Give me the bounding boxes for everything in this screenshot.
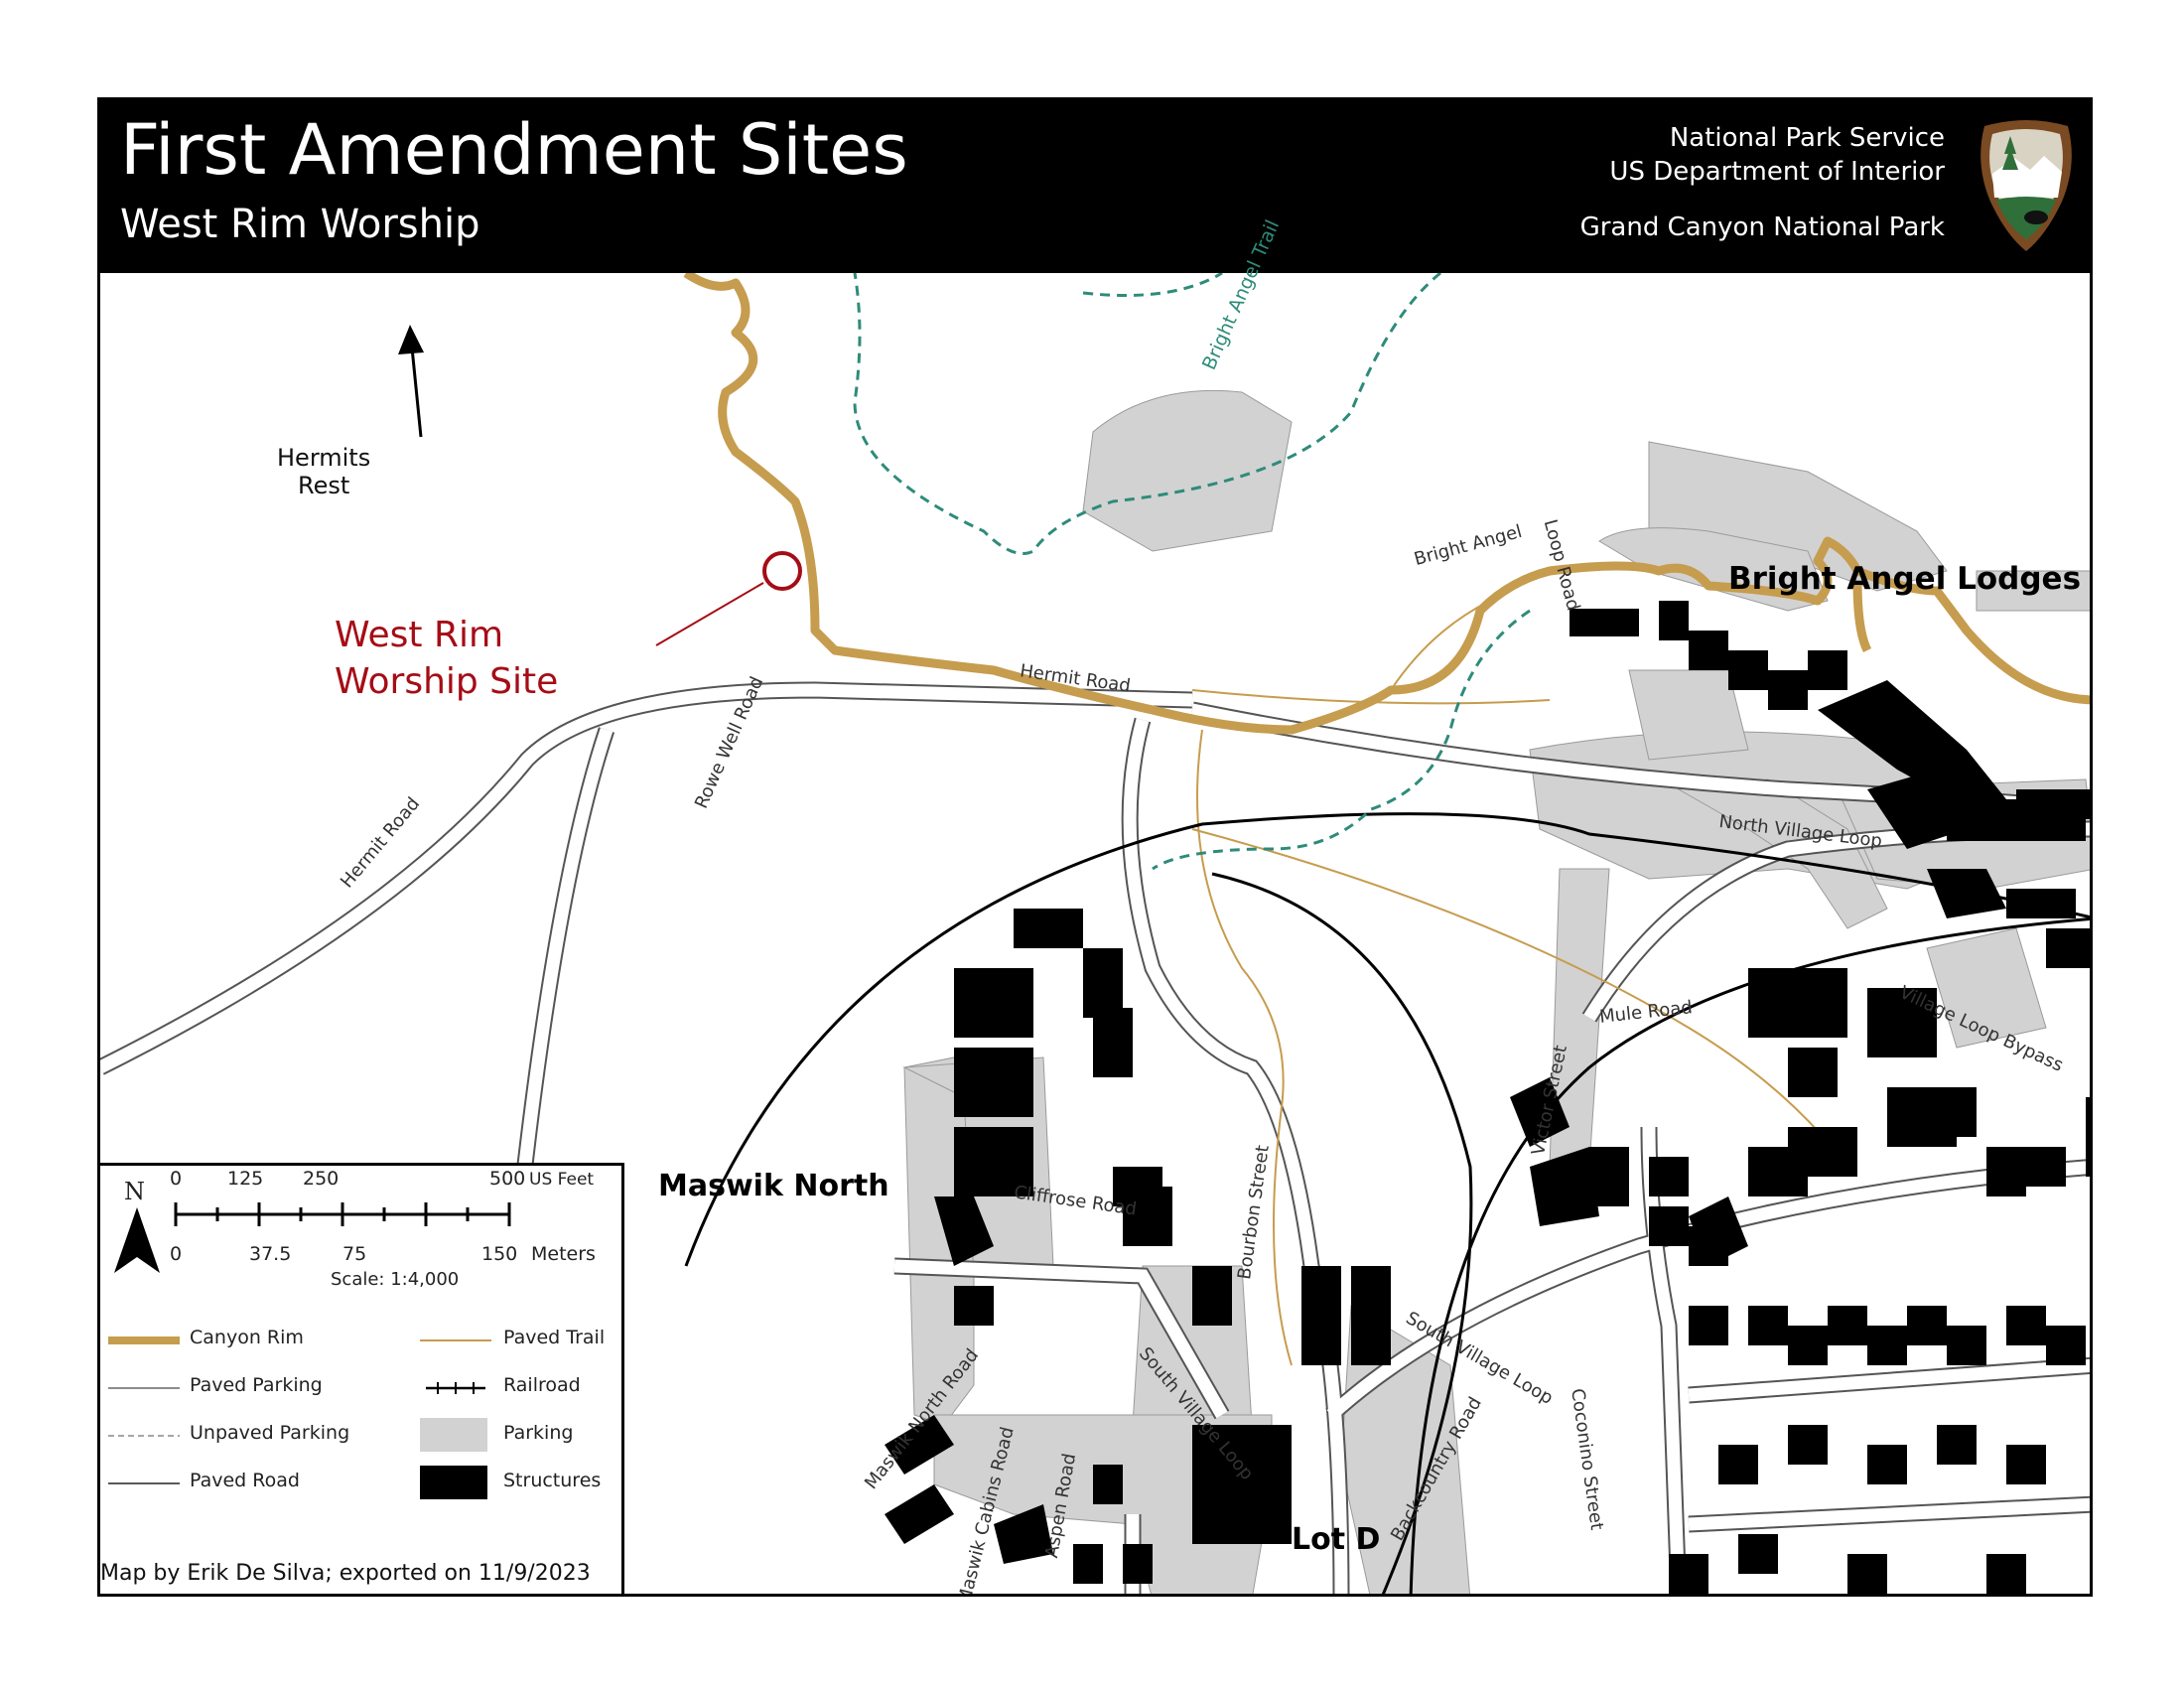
page-title: First Amendment Sites [120, 109, 908, 191]
legend-paved-road: Paved Road [190, 1470, 300, 1491]
bright-angel-lodges-label: Bright Angel Lodges [1728, 561, 2082, 597]
legend-paved-road-swatch [108, 1482, 180, 1484]
bright-angel-trail [853, 273, 1531, 871]
legend-canyon-rim-swatch [108, 1336, 180, 1344]
scale-feet-500: 500 [489, 1168, 526, 1190]
scale-m-150: 150 [481, 1243, 518, 1265]
scale-feet-0: 0 [170, 1168, 183, 1190]
nps-arrowhead-icon [1980, 120, 2072, 251]
scale-ratio: Scale: 1:4,000 [331, 1269, 460, 1290]
legend-paved-parking: Paved Parking [190, 1374, 323, 1396]
scale-m-37: 37.5 [249, 1243, 292, 1265]
railroads [684, 812, 2090, 1594]
page-subtitle: West Rim Worship [120, 202, 480, 247]
scale-bar [174, 1202, 511, 1226]
hermits-rest-arrow-icon [398, 325, 424, 438]
legend-parking-swatch [420, 1418, 487, 1452]
agency-block: National Park Service US Department of I… [1580, 122, 1945, 244]
north-arrow-icon [114, 1207, 160, 1273]
scale-feet-unit: US Feet [529, 1170, 595, 1190]
park-name: Grand Canyon National Park [1579, 211, 1945, 242]
lot-d-label: Lot D [1292, 1522, 1381, 1557]
hermits-rest-label: Hermits Rest [277, 444, 371, 499]
map-frame: First Amendment Sites West Rim Worship N… [97, 97, 2093, 1597]
scale-m-0: 0 [170, 1243, 183, 1265]
legend-structures: Structures [503, 1470, 602, 1491]
legend-railroad-swatch [426, 1382, 485, 1394]
west-rim-worship-site-marker[interactable] [655, 551, 802, 646]
maswik-north-label: Maswik North [658, 1169, 889, 1203]
agency-line-1: National Park Service [1669, 123, 1945, 153]
scale-feet-250: 250 [303, 1168, 340, 1190]
structures [885, 601, 2090, 1594]
legend-paved-parking-swatch [108, 1387, 180, 1389]
west-rim-site-label: West Rim Worship Site [335, 615, 559, 702]
scale-m-unit: Meters [531, 1243, 596, 1265]
scale-m-75: 75 [342, 1243, 367, 1265]
canyon-rim [683, 273, 2090, 735]
legend-paved-trail-swatch [420, 1339, 491, 1341]
header-bar: First Amendment Sites West Rim Worship N… [100, 100, 2090, 273]
legend-paved-trail: Paved Trail [503, 1327, 606, 1348]
legend-canyon-rim: Canyon Rim [190, 1327, 304, 1348]
agency-line-2: US Department of Interior [1609, 156, 1945, 187]
legend-unpaved-parking-swatch [108, 1435, 180, 1437]
legend-structures-swatch [420, 1466, 487, 1499]
scale-feet-125: 125 [227, 1168, 264, 1190]
map-credit: Map by Erik De Silva; exported on 11/9/2… [100, 1561, 591, 1586]
legend-railroad: Railroad [503, 1374, 581, 1396]
north-label: N [124, 1178, 145, 1205]
map-legend: N 0 125 250 500 US Feet 0 37.5 75 150 Me… [100, 1163, 624, 1594]
paved-roads-fill [100, 683, 2090, 1594]
legend-parking: Parking [503, 1422, 574, 1444]
legend-unpaved-parking: Unpaved Parking [190, 1422, 350, 1444]
